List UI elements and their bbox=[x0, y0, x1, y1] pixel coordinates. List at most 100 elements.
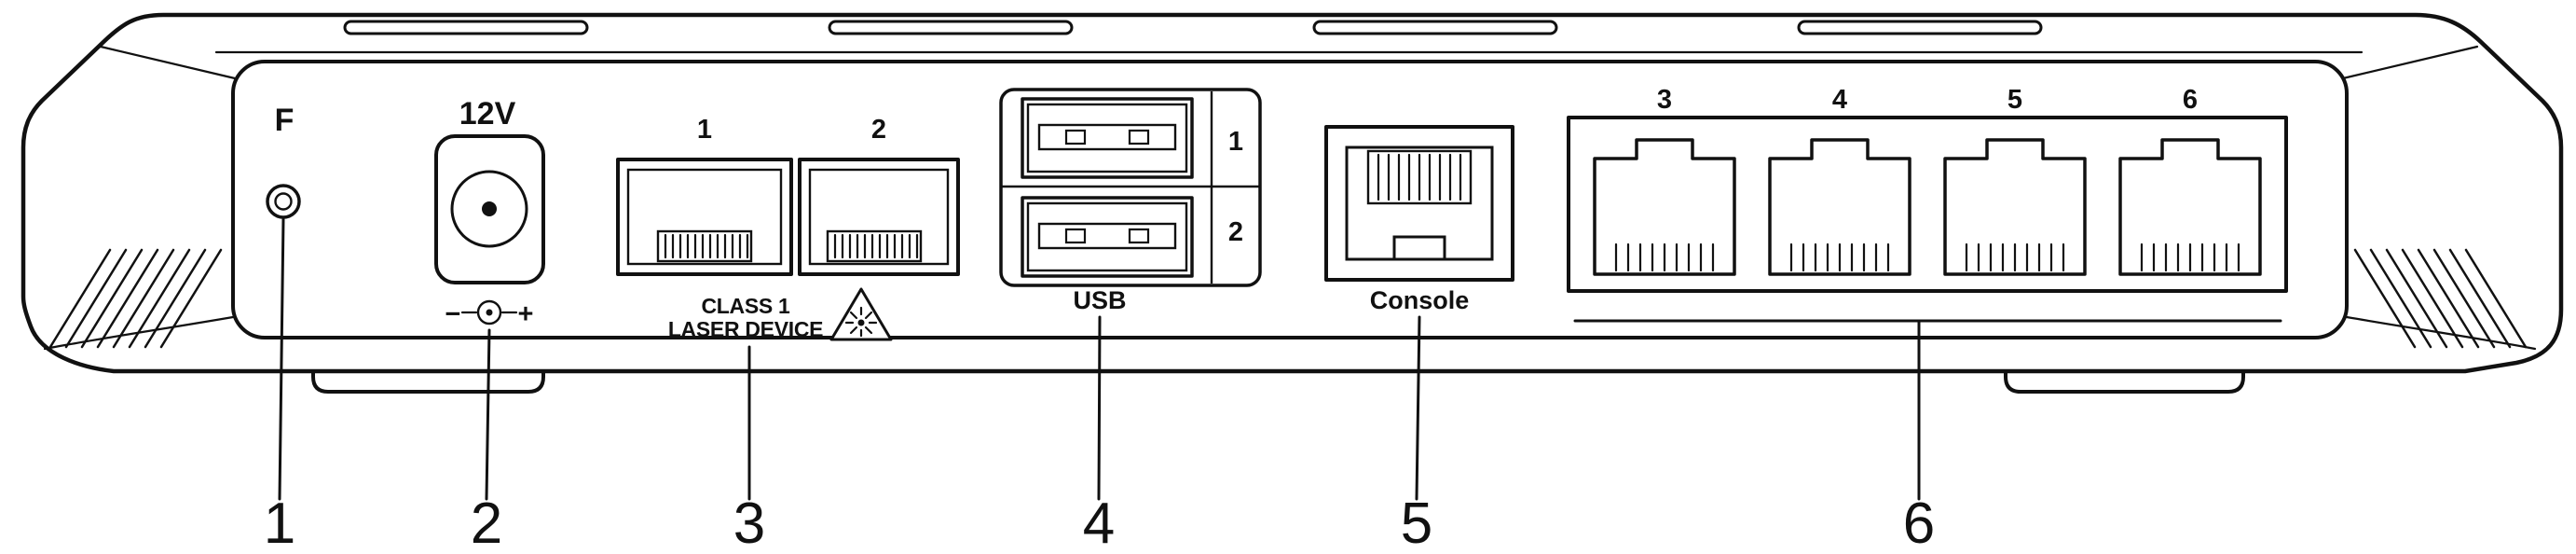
callout-2: 2 bbox=[471, 328, 502, 554]
sfp-cage-2-inner bbox=[808, 168, 950, 266]
ethernet-port-6-pins bbox=[2140, 242, 2240, 272]
laser-rays bbox=[844, 306, 878, 338]
callout-3-number: 3 bbox=[733, 492, 765, 554]
ethernet-port-3-opening bbox=[1593, 138, 1736, 276]
reset-button: F bbox=[266, 103, 301, 219]
ethernet-port-3 bbox=[1593, 138, 1736, 276]
callout-5-number: 5 bbox=[1401, 492, 1432, 554]
console-port-inner bbox=[1345, 145, 1494, 261]
usb-port-1 bbox=[1021, 97, 1194, 179]
usb-port-2-tongue bbox=[1037, 222, 1177, 250]
power-jack-barrel bbox=[450, 170, 528, 248]
top-vent-slot bbox=[1312, 20, 1558, 35]
console-latch-notch bbox=[1392, 235, 1446, 261]
top-vent-slot bbox=[343, 20, 589, 35]
usb-port-2-inner bbox=[1026, 201, 1188, 272]
foot-left bbox=[311, 367, 545, 394]
polarity-minus: − bbox=[445, 299, 461, 329]
usb-port-2-contact-b bbox=[1128, 228, 1150, 244]
power-jack: 12V − + bbox=[434, 96, 545, 329]
sfp-cage-1-outer bbox=[616, 158, 793, 276]
ethernet-panel: 3 4 5 6 bbox=[1567, 85, 2288, 293]
ethernet-port-4-opening bbox=[1768, 138, 1911, 276]
polarity-center-dot bbox=[486, 309, 493, 316]
console-label: Console bbox=[1370, 286, 1470, 314]
callout-5-leader bbox=[1415, 315, 1421, 501]
ethernet-port-4-pins bbox=[1789, 242, 1890, 272]
callouts: 1 2 3 4 5 6 bbox=[264, 217, 2282, 554]
callout-6-number: 6 bbox=[1903, 492, 1935, 554]
callout-1-number: 1 bbox=[264, 492, 295, 554]
sfp-cage-1-inner bbox=[626, 168, 783, 266]
top-vent-slot bbox=[1797, 20, 2043, 35]
usb-port-1-contact-b bbox=[1128, 129, 1150, 145]
ethernet-port-4-number: 4 bbox=[1832, 85, 1847, 115]
ethernet-port-4 bbox=[1768, 138, 1911, 276]
reset-hole-inner bbox=[274, 192, 293, 211]
callout-1: 1 bbox=[264, 217, 295, 554]
usb-port-2-number: 2 bbox=[1228, 217, 1243, 247]
callout-3: 3 bbox=[733, 345, 765, 554]
sfp-port-1-number: 1 bbox=[697, 115, 712, 145]
console-contact-pins bbox=[1377, 153, 1462, 201]
usb-label: USB bbox=[1073, 286, 1126, 314]
callout-6: 6 bbox=[1573, 319, 2282, 554]
ethernet-port-3-number: 3 bbox=[1657, 85, 1672, 115]
laser-warning-line1: CLASS 1 bbox=[701, 294, 790, 318]
callout-4: 4 bbox=[1083, 315, 1115, 554]
side-vent-left bbox=[48, 248, 223, 349]
callout-2-leader bbox=[485, 328, 491, 501]
corner-seam-bottom-right bbox=[2345, 315, 2537, 351]
power-jack-pin bbox=[482, 201, 497, 216]
laser-warning: CLASS 1 LASER DEVICE bbox=[668, 287, 893, 341]
usb-port-1-outer bbox=[1021, 97, 1194, 179]
ethernet-port-5-pins bbox=[1965, 242, 2065, 272]
side-vent-right bbox=[2353, 248, 2528, 349]
top-vent-slots bbox=[343, 20, 2043, 35]
ethernet-port-6-number: 6 bbox=[2183, 85, 2198, 115]
callout-4-number: 4 bbox=[1083, 492, 1115, 554]
foot-right bbox=[2004, 367, 2245, 394]
polarity-ring bbox=[476, 299, 502, 325]
ethernet-port-5-opening bbox=[1943, 138, 2087, 276]
laser-warning-line2: LASER DEVICE bbox=[668, 317, 823, 341]
callout-2-number: 2 bbox=[471, 492, 502, 554]
laser-warning-icon bbox=[829, 287, 893, 341]
ethernet-port-3-pins bbox=[1614, 242, 1715, 272]
ethernet-port-5-number: 5 bbox=[2007, 85, 2022, 115]
ethernet-port-6 bbox=[2118, 138, 2262, 276]
top-vent-slot bbox=[828, 20, 1074, 35]
reset-label: F bbox=[275, 103, 295, 138]
corner-seam-bottom-left bbox=[43, 315, 235, 351]
corner-seam-top-left bbox=[99, 45, 237, 80]
ethernet-port-6-opening bbox=[2118, 138, 2262, 276]
usb-port-1-tongue bbox=[1037, 123, 1177, 151]
callout-1-leader bbox=[278, 217, 285, 501]
sfp-cage-2-connector bbox=[826, 229, 923, 263]
power-label: 12V bbox=[459, 96, 516, 132]
polarity-plus: + bbox=[518, 299, 534, 329]
console-contact-block bbox=[1366, 149, 1473, 205]
corner-seam-top-right bbox=[2341, 45, 2479, 80]
usb-port-2-contact-a bbox=[1064, 228, 1087, 244]
usb-port-1-inner bbox=[1026, 103, 1188, 173]
reset-hole-outer bbox=[266, 184, 301, 219]
polarity-symbol: − + bbox=[445, 299, 534, 329]
sfp-cage-1-connector bbox=[656, 229, 753, 263]
usb-port-2-outer bbox=[1021, 196, 1194, 278]
console-port: Console bbox=[1324, 125, 1514, 314]
sfp-ports: 1 2 CLASS 1 LASER DEVICE bbox=[616, 115, 960, 341]
usb-port-1-number: 1 bbox=[1228, 127, 1243, 157]
callout-5: 5 bbox=[1401, 315, 1432, 554]
sfp-cage-1-pins bbox=[664, 233, 749, 259]
usb-panel: 1 2 USB bbox=[999, 88, 1262, 314]
sfp-cage-2-pins bbox=[833, 233, 919, 259]
usb-port-1-contact-a bbox=[1064, 129, 1087, 145]
sfp-port-2-number: 2 bbox=[871, 115, 886, 145]
sfp-cage-1 bbox=[616, 158, 793, 276]
callout-4-leader bbox=[1097, 315, 1102, 501]
usb-port-2 bbox=[1021, 196, 1194, 278]
ethernet-port-5 bbox=[1943, 138, 2087, 276]
